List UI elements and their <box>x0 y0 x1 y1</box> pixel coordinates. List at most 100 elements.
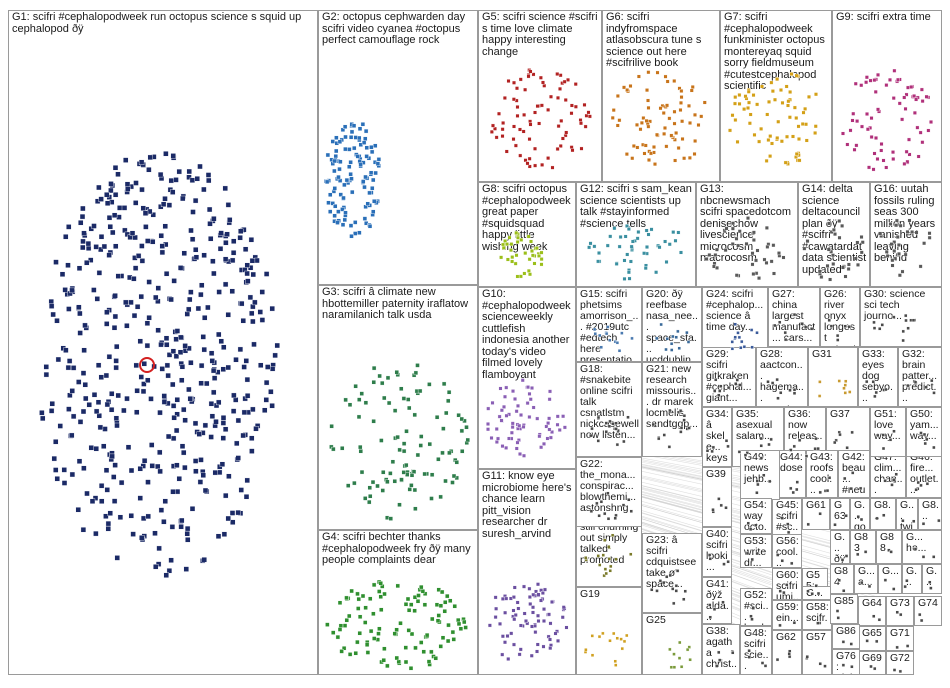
node-g1 <box>184 567 189 572</box>
node-g6 <box>616 124 620 128</box>
node-g9 <box>853 148 857 152</box>
node-g1 <box>171 153 176 158</box>
node-g7 <box>797 125 801 129</box>
node-g10 <box>501 444 505 448</box>
node-g1 <box>131 532 136 537</box>
node-g11 <box>547 613 551 617</box>
node-g3 <box>430 473 434 477</box>
node-g79 <box>904 585 907 588</box>
node-g1 <box>182 251 187 256</box>
node-g18 <box>597 439 600 442</box>
node-g10 <box>516 441 520 445</box>
node-g14 <box>832 228 836 232</box>
node-g15 <box>608 339 611 342</box>
node-g8 <box>519 275 523 279</box>
node-g14 <box>827 222 831 226</box>
node-g9 <box>874 90 878 94</box>
node-g18 <box>609 420 612 423</box>
node-g3 <box>382 396 386 400</box>
node-g4 <box>372 583 376 587</box>
node-g7 <box>813 131 817 135</box>
node-g1 <box>76 380 81 385</box>
node-g17 <box>629 553 632 556</box>
node-g1 <box>153 564 158 569</box>
node-g1 <box>94 409 99 414</box>
node-g1 <box>198 480 203 485</box>
node-g1 <box>96 185 101 190</box>
node-g26 <box>836 339 839 342</box>
node-g8 <box>527 269 531 273</box>
node-g20 <box>670 349 673 352</box>
node-g3 <box>460 429 464 433</box>
node-g1 <box>142 361 147 366</box>
node-g5 <box>507 79 511 83</box>
node-g1 <box>163 499 168 504</box>
node-g2 <box>349 135 353 139</box>
node-g13 <box>715 248 719 252</box>
node-g9 <box>912 94 916 98</box>
node-g1 <box>139 375 144 380</box>
node-g8 <box>509 248 513 252</box>
node-g2 <box>352 124 356 128</box>
node-g1 <box>104 192 109 197</box>
node-g12 <box>645 245 649 249</box>
node-g32 <box>930 379 933 382</box>
node-g64 <box>878 618 881 621</box>
node-g1 <box>103 427 108 432</box>
node-g1 <box>193 469 198 474</box>
node-g1 <box>201 334 206 339</box>
node-g2 <box>332 169 336 173</box>
node-g1 <box>139 244 144 249</box>
node-g10 <box>528 392 532 396</box>
node-g2 <box>338 140 342 144</box>
node-g34 <box>725 439 728 442</box>
node-g1 <box>223 282 228 287</box>
node-g11 <box>541 591 545 595</box>
node-g5 <box>536 104 540 108</box>
node-g27 <box>810 327 813 330</box>
node-g1 <box>208 221 213 226</box>
node-g4 <box>382 658 386 662</box>
node-g67 <box>901 519 904 522</box>
node-g20 <box>687 341 690 344</box>
node-g1 <box>117 205 122 210</box>
node-g1 <box>104 321 109 326</box>
node-g1 <box>188 396 193 401</box>
node-g1 <box>202 557 207 562</box>
node-g2 <box>342 196 346 200</box>
node-g5 <box>557 124 561 128</box>
node-g23 <box>676 569 679 572</box>
node-g4 <box>419 641 423 645</box>
node-g19 <box>614 664 617 667</box>
node-g26 <box>836 334 839 337</box>
node-g17 <box>597 554 600 557</box>
node-g4 <box>452 637 456 641</box>
node-g4 <box>383 592 387 596</box>
node-g5 <box>512 81 516 85</box>
node-g1 <box>115 423 120 428</box>
node-g10 <box>511 389 515 393</box>
node-g1 <box>185 526 190 531</box>
node-g6 <box>656 71 660 75</box>
node-g10 <box>532 406 536 410</box>
node-g1 <box>123 300 128 305</box>
node-g1 <box>252 342 257 347</box>
node-g17 <box>584 556 587 559</box>
node-g10 <box>521 379 525 383</box>
node-g18 <box>597 416 600 419</box>
node-g1 <box>180 444 185 449</box>
node-g75 <box>817 592 820 595</box>
node-g1 <box>76 507 81 512</box>
node-g12 <box>668 243 672 247</box>
node-g9 <box>903 162 907 166</box>
node-g22 <box>627 498 630 501</box>
node-g21 <box>683 419 686 422</box>
node-g1 <box>125 182 130 187</box>
node-g7 <box>803 107 807 111</box>
node-g5 <box>570 104 574 108</box>
node-g5 <box>503 96 507 100</box>
node-g5 <box>556 96 560 100</box>
node-g17 <box>609 569 612 572</box>
node-g1 <box>207 207 212 212</box>
node-g9 <box>873 78 877 82</box>
